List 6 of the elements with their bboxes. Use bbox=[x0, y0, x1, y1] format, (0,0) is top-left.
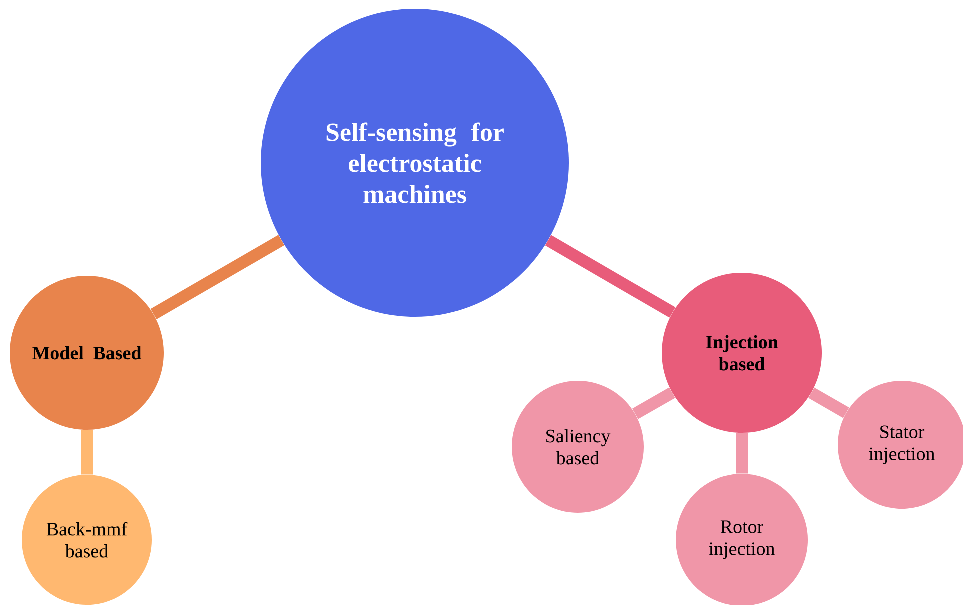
connector bbox=[81, 430, 93, 475]
connector bbox=[632, 388, 676, 420]
connector bbox=[545, 235, 676, 318]
connector bbox=[808, 388, 850, 418]
connector bbox=[150, 235, 285, 320]
connector bbox=[736, 433, 748, 474]
